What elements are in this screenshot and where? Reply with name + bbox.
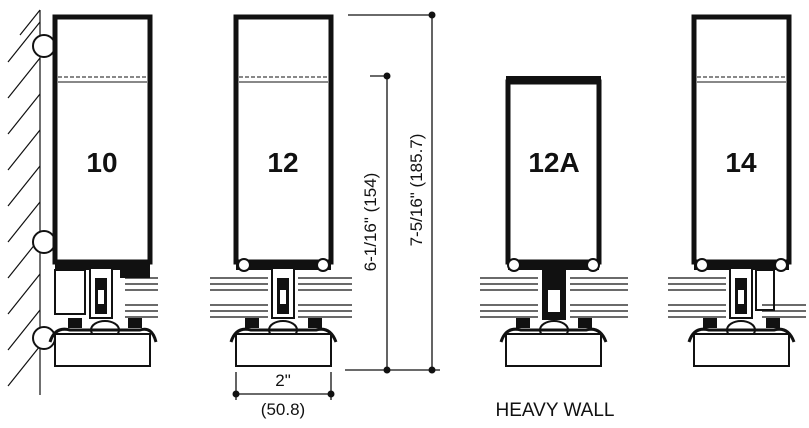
dimension-width-mm: (50.8) [261,400,305,419]
dimension-height-short: 6-1/16" (154) [361,173,380,272]
profile-label-12: 12 [267,147,298,178]
profile-12a [480,76,628,367]
heavy-wall-caption: HEAVY WALL [496,400,615,421]
dimension-height-tall: 7-5/16" (185.7) [407,134,426,247]
profile-label-12a: 12A [528,147,579,178]
dimension-lines [232,11,440,400]
anchor-circles [32,34,56,350]
profile-label-10: 10 [86,147,117,178]
profile-14 [668,14,806,367]
profile-label-14: 14 [725,147,757,178]
dimension-width-inches: 2" [275,371,291,390]
profile-10 [48,14,158,367]
profile-12 [210,14,352,367]
